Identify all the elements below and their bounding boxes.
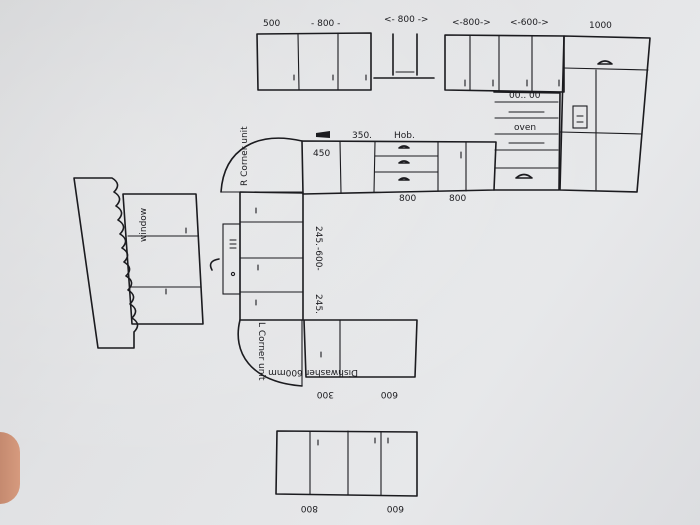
dim-350: 350. [352, 131, 372, 141]
dim-800-hood: <- 800 -> [384, 15, 428, 25]
extractor-hood [373, 33, 435, 79]
wall-cabinets-right [444, 34, 565, 93]
l-corner-unit [237, 319, 303, 387]
dim-800-bottom: 800 [301, 503, 318, 513]
base-cabinets-top [301, 140, 497, 195]
dishwasher-block [303, 319, 418, 378]
oven-dial: 00.. 00 [509, 91, 541, 101]
dim-245-bottom: 245. [313, 294, 323, 314]
dim-800-top: - 800 - [311, 19, 340, 29]
dim-800-right: <-800-> [452, 18, 491, 28]
bottom-cabinets [275, 430, 418, 497]
dim-600-bottom: 600 [387, 503, 404, 513]
wall-cabinets-top [256, 32, 372, 91]
window-label: window [139, 208, 149, 242]
dim-600-under-dishwasher: 600 [381, 389, 398, 399]
dim-600-left: -600- [313, 247, 323, 271]
r-corner-unit [220, 137, 303, 193]
dim-800-under-right: 800 [449, 194, 466, 204]
hob-label: Hob. [394, 131, 415, 141]
dim-245-top: 245. [313, 226, 323, 246]
sink-run [209, 191, 304, 321]
dim-800-under-hob: 800 [399, 194, 416, 204]
dim-600-right: <-600-> [510, 18, 549, 28]
l-corner-label: L Corner unit [256, 322, 266, 381]
oven-label: oven [514, 123, 536, 133]
dim-1000: 1000 [589, 21, 612, 31]
r-corner-label: R Corner unit [240, 126, 250, 186]
dim-450: 450 [313, 149, 330, 159]
dishwasher-label: Dishwasher 600mm [268, 367, 358, 377]
dim-500: 500 [263, 19, 280, 29]
tall-units [493, 35, 651, 193]
window [73, 177, 204, 349]
tap-mark [316, 131, 330, 138]
dim-300-under-dishwasher: 300 [317, 389, 334, 399]
finger [0, 432, 20, 504]
